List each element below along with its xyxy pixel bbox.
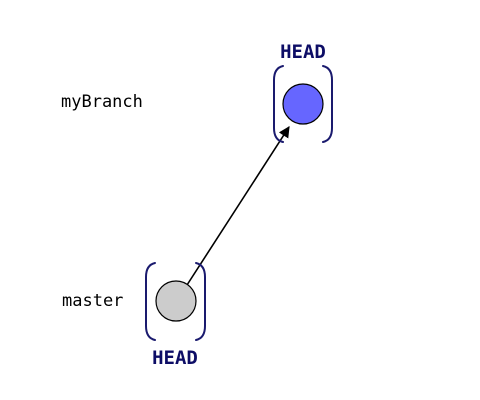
commit-parent-edge (186, 126, 290, 286)
head-bracket-left-master (145, 262, 156, 341)
branch-label-mybranch: myBranch (61, 92, 143, 112)
head-bracket-left-mybranch (273, 65, 284, 143)
branch-label-master: master (62, 291, 123, 311)
head-bracket-right-master (195, 262, 206, 341)
head-bracket-right-mybranch (322, 65, 333, 143)
head-label-master: HEAD (152, 347, 198, 369)
commit-node-master[interactable] (155, 280, 197, 322)
head-label-mybranch: HEAD (280, 41, 326, 63)
commit-node-mybranch[interactable] (282, 83, 324, 125)
